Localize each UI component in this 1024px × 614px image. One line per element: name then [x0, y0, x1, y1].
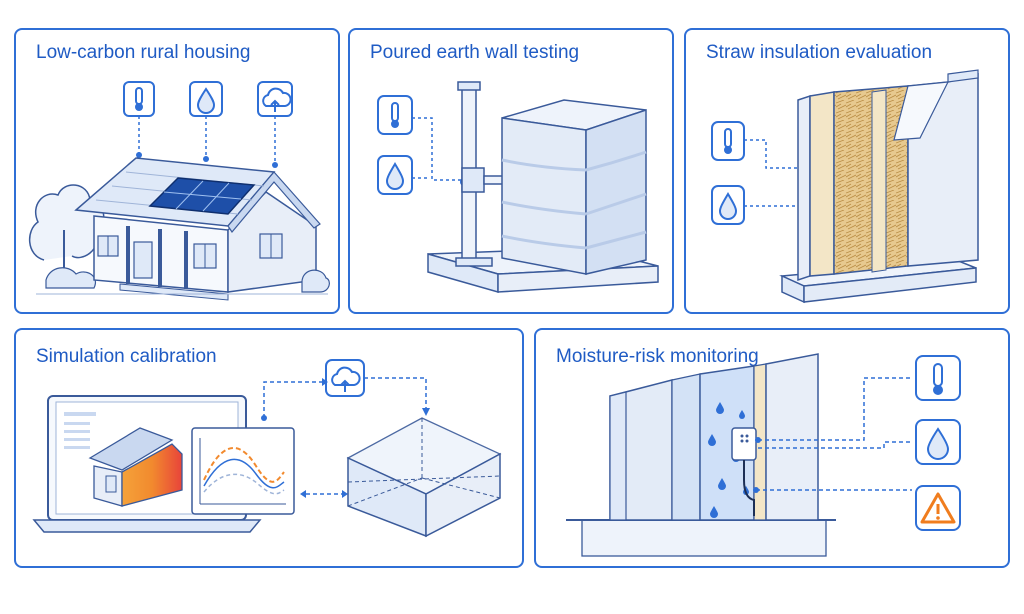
panel-title: Low-carbon rural housing [36, 42, 251, 63]
panel-title: Poured earth wall testing [370, 42, 580, 63]
warning-triangle-icon [915, 485, 961, 531]
water-drop-icon [189, 81, 223, 117]
water-drop-icon [377, 155, 413, 195]
panel-title: Simulation calibration [36, 346, 217, 367]
cloud-upload-icon [257, 81, 293, 117]
thermometer-icon [711, 121, 745, 161]
simulation-illustration [32, 359, 502, 538]
panel-rural-housing: Low-carbon rural housing [14, 28, 340, 314]
sensor-device [731, 427, 757, 516]
water-drop-icon [915, 419, 961, 465]
panel-title: Moisture-risk monitoring [556, 346, 759, 367]
panel-straw: Straw insulation evaluation [684, 28, 1010, 314]
panel-moisture: Moisture-risk monitoring [534, 328, 1010, 568]
earth-wall-illustration [377, 81, 659, 293]
solar-panels [148, 177, 256, 215]
water-drop-icon [711, 185, 745, 225]
thermometer-icon [123, 81, 155, 117]
house-illustration [29, 81, 330, 301]
comparison-chart [191, 427, 295, 515]
cloud-upload-icon [325, 359, 365, 397]
thermometer-icon [915, 355, 961, 401]
panel-title: Straw insulation evaluation [706, 42, 933, 63]
panel-simulation: Simulation calibration [14, 328, 524, 568]
thermometer-icon [377, 95, 413, 135]
straw-wall-illustration [711, 69, 979, 304]
building-model [346, 417, 502, 538]
moisture-wall-illustration [566, 353, 961, 557]
house [36, 157, 330, 301]
panel-earth-wall: Poured earth wall testing [348, 28, 674, 314]
